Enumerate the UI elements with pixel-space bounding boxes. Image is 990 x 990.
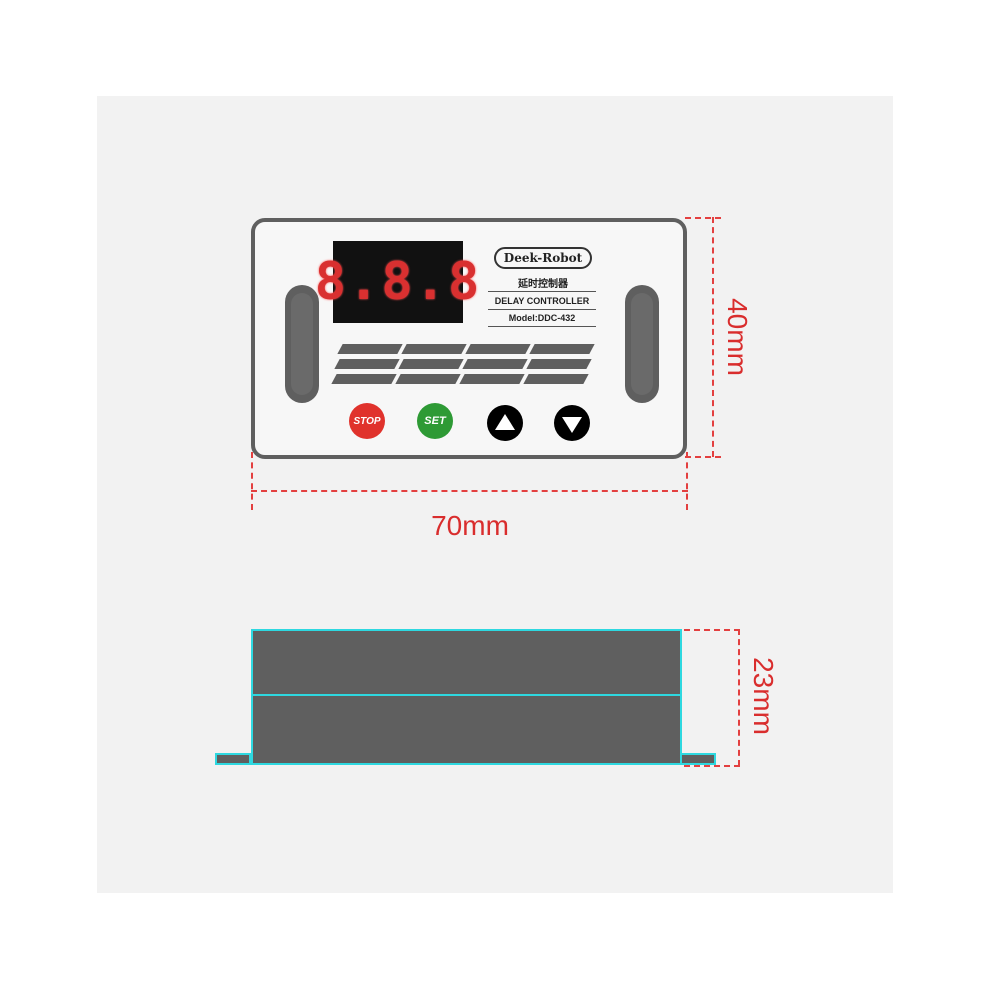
vent-slot <box>529 344 595 354</box>
diagram-background <box>97 96 893 893</box>
height-dim-line <box>712 217 714 457</box>
depth-dim-label: 23mm <box>748 657 779 735</box>
side-left-tab <box>215 753 251 765</box>
vent-slot <box>395 374 461 384</box>
stop-button: STOP <box>349 403 385 439</box>
vent-slot <box>526 359 592 369</box>
height-dim-label: 40mm <box>722 298 753 376</box>
side-right-tab <box>680 753 716 765</box>
vent-slot <box>462 359 528 369</box>
arrow-up-icon <box>495 413 515 430</box>
vent-slot <box>465 344 531 354</box>
vent-slot <box>401 344 467 354</box>
chinese-label: 延时控制器 <box>518 279 568 290</box>
label-divider-mid <box>488 309 596 310</box>
display-digits: 8.8.8 <box>314 252 482 312</box>
width-dim-left-line <box>251 452 253 510</box>
device-front-view <box>251 218 687 459</box>
down-button <box>554 405 590 441</box>
height-dim-top-line <box>685 217 721 219</box>
up-button <box>487 405 523 441</box>
right-mounting-slot <box>625 285 659 403</box>
product-label: DELAY CONTROLLER <box>494 296 590 306</box>
brand-logo: Deek-Robot <box>494 247 592 269</box>
set-button: SET <box>417 403 453 439</box>
arrow-down-icon <box>562 416 582 433</box>
width-dim-label: 70mm <box>431 510 509 541</box>
side-view-seam <box>251 694 682 696</box>
left-mounting-slot <box>285 285 319 403</box>
vent-slot <box>459 374 525 384</box>
depth-dim-top-line <box>684 629 740 631</box>
vent-slot <box>523 374 589 384</box>
width-dim-line <box>251 490 688 492</box>
vent-slot <box>398 359 464 369</box>
model-label: Model:DDC-432 <box>508 313 576 323</box>
width-dim-right-line <box>686 452 688 510</box>
height-dim-bottom-line <box>685 456 721 458</box>
depth-dim-line <box>738 629 740 766</box>
depth-dim-bottom-line <box>684 765 740 767</box>
vent-slot <box>334 359 400 369</box>
led-display: 8.8.8 <box>315 241 479 323</box>
vent-slot <box>331 374 397 384</box>
device-side-view <box>251 629 682 765</box>
label-divider-top <box>488 291 596 292</box>
label-divider-bottom <box>488 326 596 327</box>
vent-slot <box>337 344 403 354</box>
